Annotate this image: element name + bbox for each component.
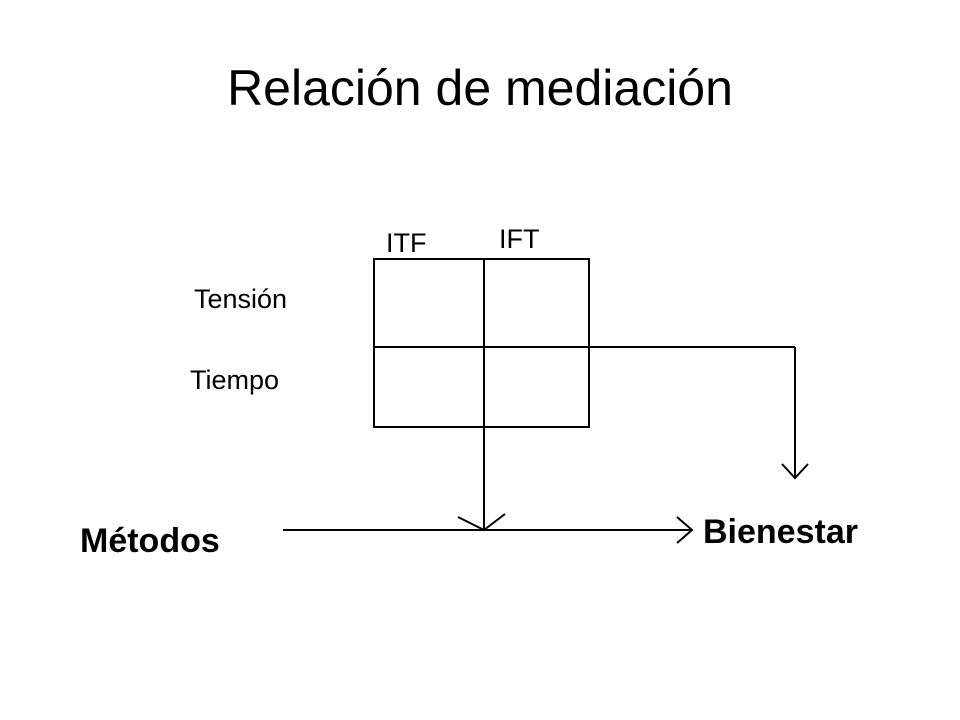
arrowhead-right-bienestar-icon xyxy=(676,516,694,544)
slide-title: Relación de mediación xyxy=(227,60,733,116)
row-label-tiempo: Tiempo xyxy=(190,365,280,395)
node-metodos: Métodos xyxy=(80,522,220,560)
row-label-tension: Tensión xyxy=(194,284,288,314)
arrowhead-down-path-icon xyxy=(457,513,506,532)
column-label-itf: ITF xyxy=(386,228,427,258)
grid-outline xyxy=(373,258,590,428)
node-bienestar: Bienestar xyxy=(703,513,858,551)
column-label-ift: IFT xyxy=(499,224,540,254)
arrowhead-down-bienestar-icon xyxy=(781,463,809,480)
